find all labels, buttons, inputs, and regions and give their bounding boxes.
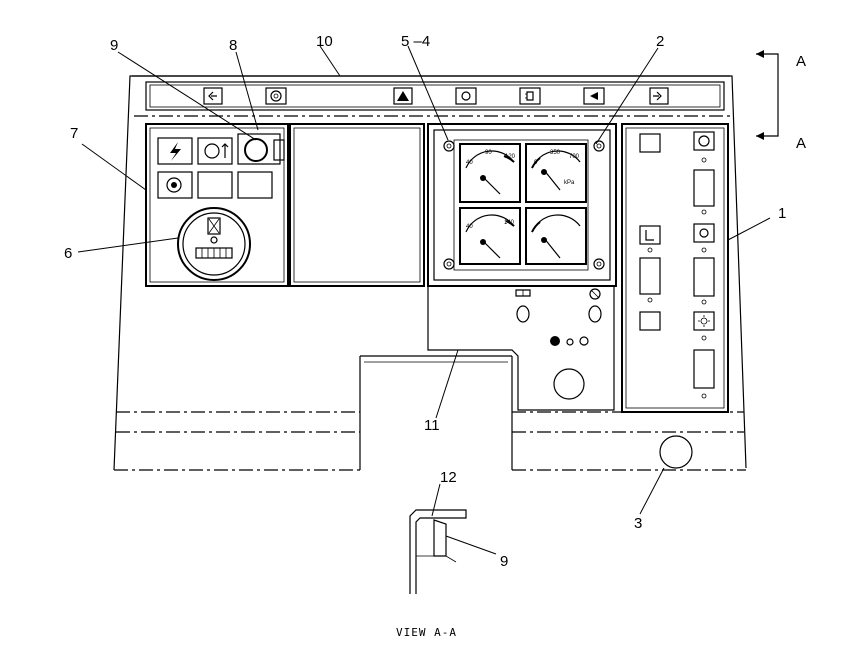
blank-switch-2 (237, 171, 273, 199)
gauge-1-high-label: 120 (505, 154, 516, 160)
left-switch-panel (145, 123, 289, 287)
gauge-2-low-label: 0 (534, 160, 538, 166)
headlamp-icon (519, 87, 541, 105)
arrow-left-icon (203, 87, 223, 105)
hour-meter (177, 207, 251, 281)
knob-1 (550, 336, 560, 346)
horn-icon (693, 223, 715, 243)
section-mark-a-bottom: A (796, 135, 806, 152)
callout-7: 7 (70, 125, 78, 142)
gauge-cluster: 40 90 120 0 350 700 kPa 40 140 (427, 123, 617, 287)
callout-6: 6 (64, 245, 72, 262)
arrow-right-icon (649, 87, 669, 105)
callout-12: 12 (440, 469, 457, 486)
section-mark-a-top: A (796, 53, 806, 70)
view-a-a-detail: VIEW A-A (396, 509, 467, 639)
gauge-3-high-label: 140 (504, 220, 515, 226)
knob-2 (566, 338, 574, 346)
callout-2: 2 (656, 33, 664, 50)
wiper-icon (515, 289, 531, 297)
callout-11: 11 (424, 417, 440, 434)
switch-washer (588, 305, 602, 323)
lower-sub-panel (427, 286, 615, 411)
knob-3 (579, 336, 589, 346)
right-switch-panel (621, 123, 729, 413)
gauge-1-mid-label: 90 (485, 150, 492, 156)
leader-lines (77, 45, 771, 555)
indicator-strip (145, 81, 725, 111)
callout-9-view: 9 (500, 553, 508, 570)
gauge-3-low-label: 40 (466, 224, 473, 230)
callout-10: 10 (316, 33, 333, 50)
fan-icon (157, 171, 193, 199)
gauge-transmission-temp: 40 140 (459, 207, 521, 265)
callout-labels: 9 8 10 5 –4 2 7 6 1 11 3 12 9 (64, 33, 786, 570)
gauge-2-unit-label: kPa (564, 180, 575, 186)
horn-icon (583, 87, 605, 105)
view-caption: VIEW A-A (396, 626, 457, 639)
callout-1: 1 (778, 205, 786, 222)
callout-5-4: 5 –4 (401, 33, 430, 50)
light-icon (693, 311, 715, 331)
section-line-a-a: A A (756, 50, 806, 152)
fan-icon (693, 131, 715, 151)
warning-triangle-icon (393, 87, 413, 105)
oil-can-icon (455, 87, 477, 105)
callout-9-top: 9 (110, 37, 118, 54)
gauge-fuel-level (525, 207, 587, 265)
gear-up-icon (197, 137, 233, 165)
callout-3: 3 (634, 515, 642, 532)
key-switch (237, 133, 285, 165)
gauge-2-high-label: 700 (569, 154, 580, 160)
seat-icon (639, 225, 661, 245)
blank-panel (289, 123, 425, 287)
gauge-coolant-temp: 40 90 120 (459, 143, 521, 203)
dashboard-outline (113, 75, 747, 471)
switch-wiper (516, 305, 530, 323)
engine-gear-icon (265, 87, 287, 105)
washer-icon (589, 288, 601, 300)
blank-switch-1 (197, 171, 233, 199)
round-plug-lower (659, 435, 693, 469)
callout-8: 8 (229, 37, 237, 54)
gauge-2-mid-label: 350 (550, 150, 561, 156)
gauge-oil-pressure: 0 350 700 kPa (525, 143, 587, 203)
gauge-1-low-label: 40 (466, 160, 473, 166)
round-plug (553, 368, 585, 400)
lightning-icon (157, 137, 193, 165)
